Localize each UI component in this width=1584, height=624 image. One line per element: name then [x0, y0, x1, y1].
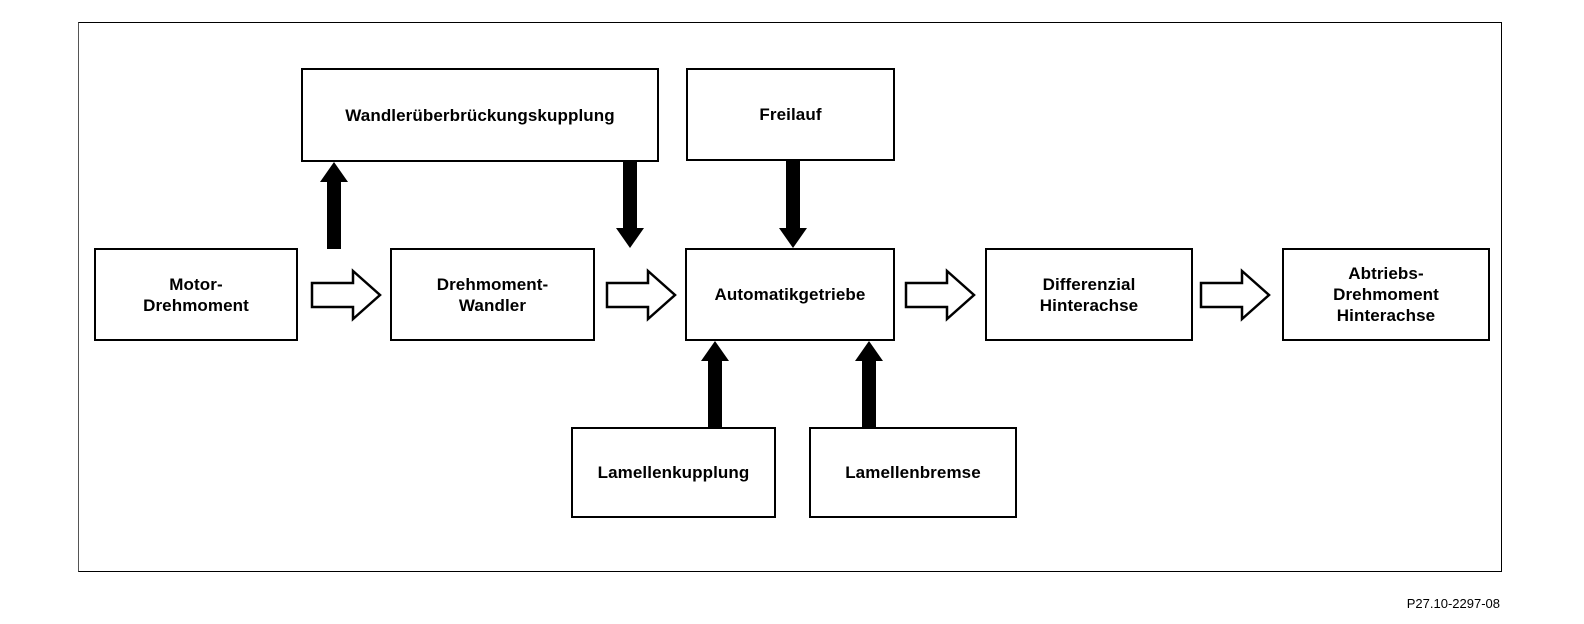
arrow-freewheel-to-transmission: [779, 161, 807, 248]
diagram-frame: [78, 22, 1502, 572]
node-multi-disc-brake-label: Lamellenbremse: [845, 463, 981, 482]
arrow-lockup-clutch-to-transmission: [616, 162, 644, 248]
node-converter-lockup-clutch-label: Wandlerüberbrückungskupplung: [345, 105, 615, 125]
node-freewheel-label: Freilauf: [759, 105, 822, 124]
node-multi-disc-clutch-label: Lamellenkupplung: [597, 463, 750, 482]
node-converter-lockup-clutch: Wandlerüberbrückungskupplung: [301, 68, 659, 162]
arrow-converter-to-transmission: [605, 268, 677, 322]
node-output-torque-rear-axle: Abtriebs- Drehmoment Hinterachse: [1282, 248, 1490, 341]
arrow-motor-to-lockup-clutch: [320, 162, 348, 249]
node-rear-axle-differential-label: Differenzial Hinterachse: [1039, 274, 1139, 315]
arrow-differential-to-output: [1199, 268, 1271, 322]
node-torque-converter: Drehmoment- Wandler: [390, 248, 595, 341]
node-freewheel: Freilauf: [686, 68, 895, 161]
node-motor-torque-label: Motor- Drehmoment: [143, 274, 249, 315]
node-multi-disc-brake: Lamellenbremse: [809, 427, 1017, 518]
node-output-torque-rear-axle-label: Abtriebs- Drehmoment Hinterachse: [1333, 264, 1439, 325]
arrow-multi-disc-brake-to-transmission: [855, 341, 883, 428]
arrow-multi-disc-clutch-to-transmission: [701, 341, 729, 428]
node-automatic-transmission-label: Automatikgetriebe: [714, 285, 866, 304]
node-automatic-transmission: Automatikgetriebe: [685, 248, 895, 341]
node-motor-torque: Motor- Drehmoment: [94, 248, 298, 341]
node-torque-converter-label: Drehmoment- Wandler: [436, 274, 549, 315]
node-multi-disc-clutch: Lamellenkupplung: [571, 427, 776, 518]
figure-reference: P27.10-2297-08: [1406, 596, 1500, 611]
arrow-transmission-to-differential: [904, 268, 976, 322]
node-rear-axle-differential: Differenzial Hinterachse: [985, 248, 1193, 341]
arrow-motor-to-converter: [310, 268, 382, 322]
